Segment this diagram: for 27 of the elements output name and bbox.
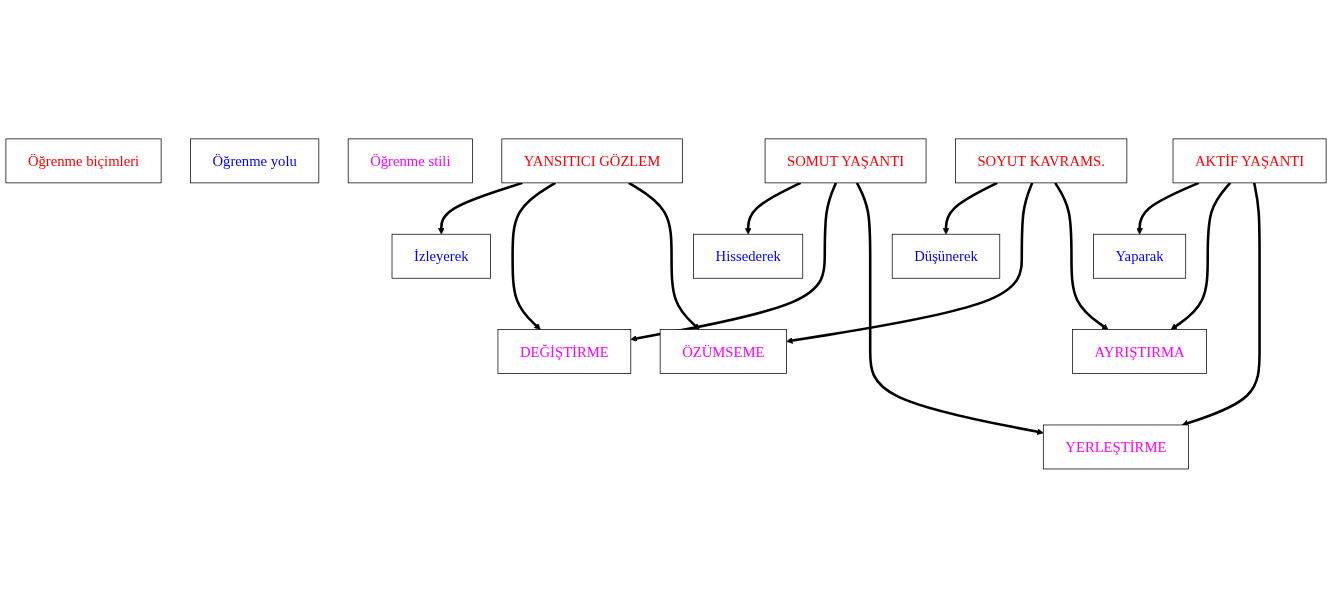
arrow xyxy=(786,181,1034,344)
arrow xyxy=(1170,181,1232,330)
node-box: ÖZÜMSEME xyxy=(659,328,787,374)
node-box: YANSITICI GÖZLEM xyxy=(501,138,683,183)
node-box: İzleyerek xyxy=(391,233,491,279)
node-box: SOMUT YAŞANTI xyxy=(764,138,927,183)
node-box: Hissederek xyxy=(693,233,804,279)
arrow xyxy=(855,181,1044,435)
arrow xyxy=(511,181,557,330)
arrow xyxy=(1054,181,1109,330)
arrow xyxy=(628,181,700,330)
node-box: DEĞİŞTİRME xyxy=(497,328,632,374)
node-box: Yaparak xyxy=(1093,233,1187,279)
arrow xyxy=(1181,182,1261,426)
node-box: YERLEŞTİRME xyxy=(1042,424,1189,469)
node-box: AKTİF YAŞANTI xyxy=(1172,138,1327,183)
arrow xyxy=(438,181,523,235)
node-box: Öğrenme biçimleri xyxy=(5,138,162,183)
arrow xyxy=(744,181,802,235)
node-box: Düşünerek xyxy=(891,233,1001,279)
node-box: Öğrenme yolu xyxy=(190,138,320,183)
arrow xyxy=(942,181,998,235)
arrow xyxy=(1136,181,1200,235)
arrow xyxy=(630,181,838,342)
node-box: Öğrenme stili xyxy=(347,138,473,183)
node-box: SOYUT KAVRAMS. xyxy=(955,138,1128,183)
node-box: AYRIŞTIRMA xyxy=(1072,328,1207,374)
